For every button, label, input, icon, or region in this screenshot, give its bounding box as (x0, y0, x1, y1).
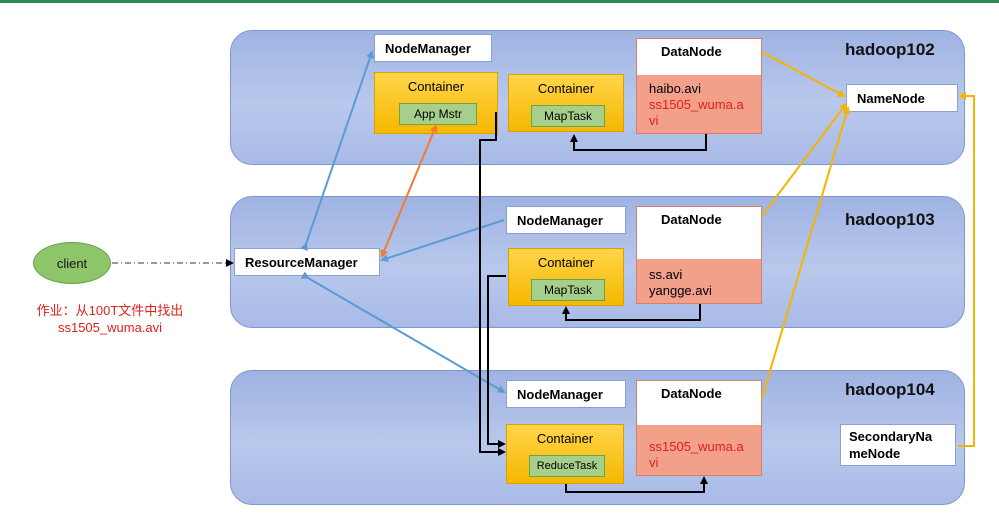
name-node-label: NameNode (857, 90, 925, 106)
datanode103-to-maptask-arrow (562, 304, 701, 321)
container-app-master: Container App Mstr (374, 72, 498, 134)
map-task-hadoop102: MapTask (531, 105, 605, 127)
container-map-task-hadoop103: Container MapTask (508, 248, 624, 306)
datanode-header: DataNode (637, 207, 761, 259)
map-task-hadoop103: MapTask (531, 279, 605, 301)
container-title: Container (537, 81, 595, 96)
datanode103-to-namenode-arrow (761, 102, 848, 217)
datanode-header: DataNode (637, 381, 761, 425)
node-manager-hadoop103: NodeManager (506, 206, 626, 234)
datanode-header: DataNode (637, 39, 761, 75)
secondary-name-node-label-2: meNode (849, 446, 901, 461)
container-title: Container (536, 431, 594, 446)
datanode-files: haibo.avi ss1505_wuma.a vi (649, 81, 744, 129)
node-manager-hadoop102: NodeManager (374, 34, 492, 62)
file-item: haibo.avi (649, 81, 702, 96)
file-item-highlight: vi (649, 113, 659, 128)
container-map-task-hadoop102: Container MapTask (508, 74, 624, 132)
datanode102-to-namenode-arrow (761, 51, 846, 97)
datanode102-to-maptask-arrow (570, 134, 707, 151)
file-item-highlight: ss1505_wuma.a (649, 439, 744, 454)
app-master-task: App Mstr (399, 103, 477, 125)
client-node: client (33, 242, 111, 284)
datanode-hadoop103: DataNode ss.avi yangge.avi (636, 206, 762, 304)
resource-manager: ResourceManager (234, 248, 380, 276)
secondary-to-namenode-arrow (958, 92, 975, 447)
file-item-highlight: vi (649, 455, 659, 470)
rm-to-nm102-arrow (300, 50, 374, 251)
container-title: Container (407, 79, 465, 94)
node-manager-label: NodeManager (517, 386, 603, 402)
client-label: client (56, 255, 88, 271)
app-master-rm-arrow (380, 124, 438, 258)
datanode104-to-namenode-arrow (761, 106, 851, 399)
maptask103-to-reducetask-arrow (487, 275, 506, 448)
host-label-hadoop102: hadoop102 (845, 40, 935, 59)
host-label-hadoop104: hadoop104 (845, 380, 935, 399)
task-note-line1: 作业：从100T文件中找出 (36, 303, 184, 318)
nm103-to-rm-arrow (380, 219, 505, 262)
resource-manager-label: ResourceManager (245, 254, 358, 270)
reduce-task: ReduceTask (529, 455, 605, 477)
maptask102-to-reducetask-arrow (479, 112, 506, 456)
datanode-files: ss.avi yangge.avi (649, 267, 712, 299)
container-reduce-task: Container ReduceTask (506, 424, 624, 484)
datanode-hadoop102: DataNode haibo.avi ss1505_wuma.a vi (636, 38, 762, 134)
secondary-name-node-label-1: SecondaryNa (849, 429, 933, 444)
container-title: Container (537, 255, 595, 270)
node-manager-label: NodeManager (517, 212, 603, 228)
rm-to-nm104-arrow (300, 271, 506, 394)
task-note-line2: ss1505_wuma.avi (57, 320, 163, 335)
file-item: yangge.avi (649, 283, 712, 298)
file-item-highlight: ss1505_wuma.a (649, 97, 744, 112)
secondary-name-node: SecondaryNa meNode (840, 424, 956, 466)
name-node: NameNode (846, 84, 958, 112)
file-item: ss.avi (649, 267, 683, 282)
datanode-hadoop104: DataNode ss1505_wuma.a vi (636, 380, 762, 476)
reducetask-to-datanode104-arrow (565, 476, 708, 493)
host-label-hadoop103: hadoop103 (845, 210, 935, 229)
top-accent-bar (0, 0, 999, 3)
node-manager-hadoop104: NodeManager (506, 380, 626, 408)
node-manager-label: NodeManager (385, 40, 471, 56)
datanode-files: ss1505_wuma.a vi (649, 439, 744, 471)
